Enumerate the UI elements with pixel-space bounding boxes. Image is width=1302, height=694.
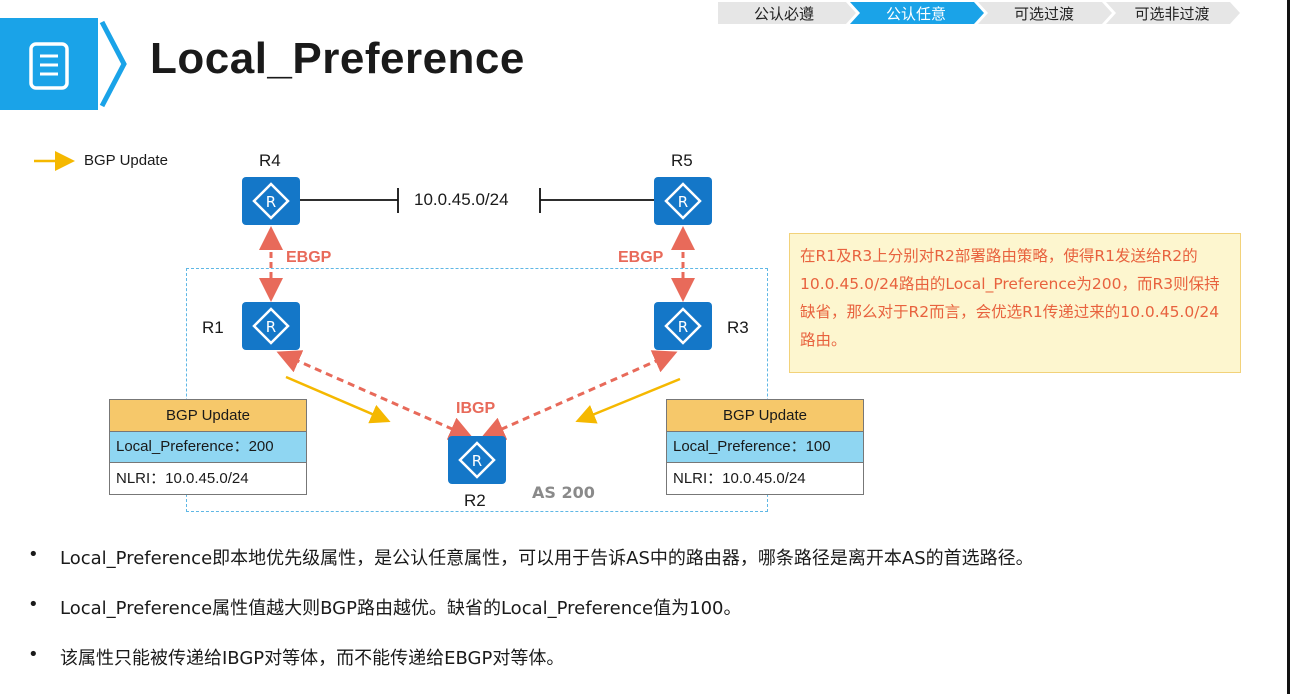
bullet-text: Local_Preference即本地优先级属性，是公认任意属性，可以用于告诉A… bbox=[60, 548, 1034, 569]
ebgp-right-label: EBGP bbox=[618, 249, 664, 266]
svg-text:R: R bbox=[266, 193, 276, 211]
router-r2-label: R2 bbox=[464, 491, 486, 510]
breadcrumb-step-1-label: 公认必遵 bbox=[754, 5, 814, 23]
svg-text:R: R bbox=[472, 452, 482, 470]
bullet-dot: • bbox=[28, 594, 39, 615]
router-r4[interactable]: R bbox=[242, 177, 300, 225]
page-title: Local_Preference bbox=[150, 34, 525, 83]
svg-text:R: R bbox=[266, 318, 276, 336]
bullet-item: • 该属性只能被传递给IBGP对等体，而不能传递给EBGP对等体。 bbox=[24, 640, 1284, 690]
router-r5[interactable]: R bbox=[654, 177, 712, 225]
router-icon: R bbox=[252, 307, 290, 345]
breadcrumb-step-2-active[interactable]: 公认任意 bbox=[850, 2, 984, 24]
router-r5-label: R5 bbox=[671, 151, 693, 170]
router-r3-label: R3 bbox=[727, 318, 749, 337]
attribute-type-breadcrumb: 公认必遵 公认任意 可选过渡 可选非过渡 bbox=[718, 2, 1240, 24]
as-label: AS 200 bbox=[532, 483, 595, 502]
router-icon: R bbox=[252, 182, 290, 220]
ibgp-session-r3-r2 bbox=[480, 350, 678, 440]
breadcrumb-step-3-label: 可选过渡 bbox=[1014, 5, 1074, 23]
header-document-icon-box bbox=[0, 18, 98, 110]
update-arrow-r1-to-r2 bbox=[285, 375, 391, 424]
ibgp-session-r1-r2 bbox=[276, 350, 474, 440]
router-r1[interactable]: R bbox=[242, 302, 300, 350]
policy-note: 在R1及R3上分别对R2部署路由策略，使得R1发送给R2的10.0.45.0/2… bbox=[789, 233, 1241, 373]
svg-text:R: R bbox=[678, 318, 688, 336]
bgp-update-box-right: BGP Update Local_Preference：100 NLRI：10.… bbox=[666, 399, 864, 495]
router-r4-label: R4 bbox=[259, 151, 281, 170]
as-200-boundary bbox=[186, 268, 768, 512]
bullet-text: 该属性只能被传递给IBGP对等体，而不能传递给EBGP对等体。 bbox=[60, 648, 565, 669]
bullet-item: • Local_Preference属性值越大则BGP路由越优。缺省的Local… bbox=[24, 590, 1284, 640]
update-nlri: NLRI：10.0.45.0/24 bbox=[667, 463, 863, 494]
update-local-preference: Local_Preference：100 bbox=[667, 432, 863, 463]
router-r1-label: R1 bbox=[202, 318, 224, 337]
router-icon: R bbox=[664, 307, 702, 345]
bullet-dot: • bbox=[28, 544, 39, 565]
router-r2[interactable]: R bbox=[448, 436, 506, 484]
router-icon: R bbox=[664, 182, 702, 220]
right-edge-border bbox=[1287, 0, 1290, 694]
chevron-right-icon bbox=[99, 20, 127, 108]
update-title: BGP Update bbox=[110, 400, 306, 432]
bullet-dot: • bbox=[28, 644, 39, 665]
breadcrumb-step-1[interactable]: 公认必遵 bbox=[718, 2, 856, 24]
breadcrumb-step-2-label: 公认任意 bbox=[886, 5, 946, 23]
update-local-preference: Local_Preference：200 bbox=[110, 432, 306, 463]
ebgp-left-label: EBGP bbox=[286, 249, 332, 266]
update-title: BGP Update bbox=[667, 400, 863, 432]
subnet-label: 10.0.45.0/24 bbox=[414, 190, 509, 209]
bullet-item: • Local_Preference即本地优先级属性，是公认任意属性，可以用于告… bbox=[24, 540, 1284, 590]
breadcrumb-step-4-label: 可选非过渡 bbox=[1134, 5, 1209, 23]
legend-label: BGP Update bbox=[84, 152, 168, 169]
bgp-update-box-left: BGP Update Local_Preference：200 NLRI：10.… bbox=[109, 399, 307, 495]
bullet-text: Local_Preference属性值越大则BGP路由越优。缺省的Local_P… bbox=[60, 598, 742, 619]
breadcrumb-step-3[interactable]: 可选过渡 bbox=[978, 2, 1112, 24]
document-icon bbox=[29, 42, 69, 90]
router-icon: R bbox=[458, 441, 496, 479]
update-arrow-r3-to-r2 bbox=[575, 377, 681, 424]
update-nlri: NLRI：10.0.45.0/24 bbox=[110, 463, 306, 494]
bullet-list: • Local_Preference即本地优先级属性，是公认任意属性，可以用于告… bbox=[24, 540, 1284, 690]
ibgp-label: IBGP bbox=[456, 400, 496, 417]
svg-text:R: R bbox=[678, 193, 688, 211]
breadcrumb-step-4[interactable]: 可选非过渡 bbox=[1106, 2, 1240, 24]
router-r3[interactable]: R bbox=[654, 302, 712, 350]
